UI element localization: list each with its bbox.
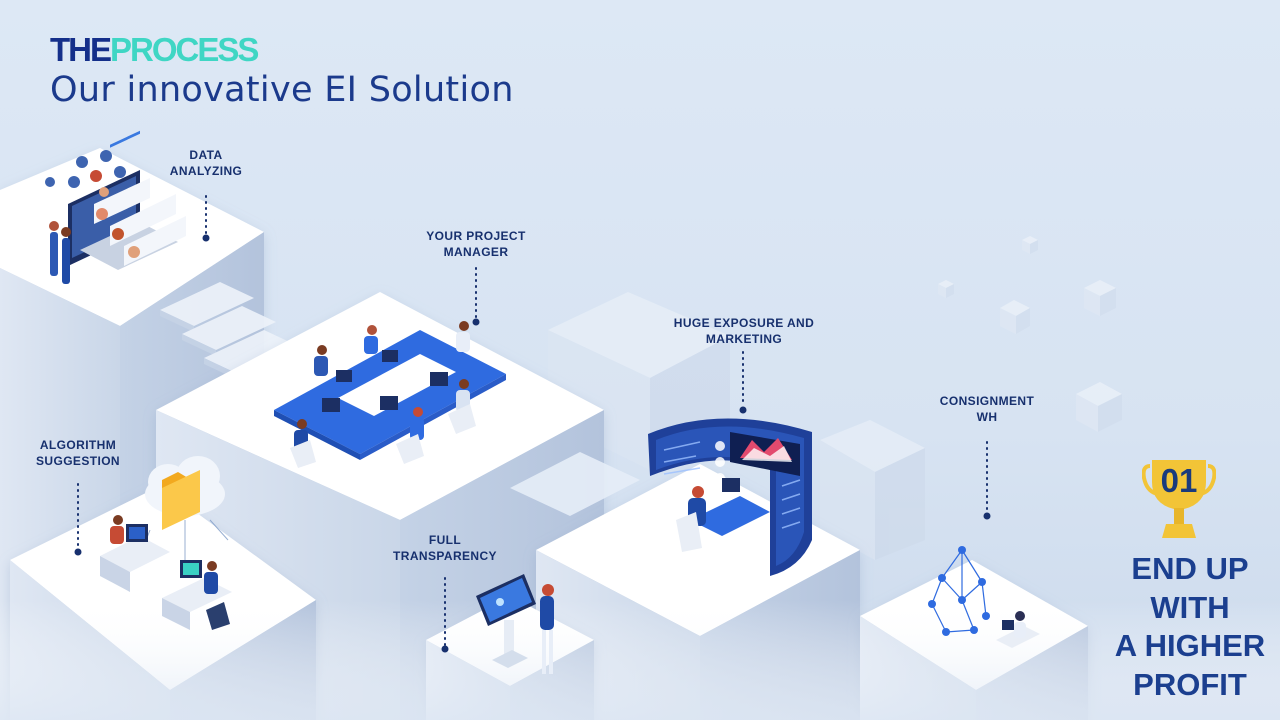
trophy-icon <box>1142 460 1216 538</box>
person-seated <box>410 407 424 440</box>
header: THEPROCESS Our innovative EI Solution <box>50 30 514 110</box>
step-label-line: HUGE EXPOSURE AND <box>673 316 815 330</box>
kiosk-icon <box>476 574 554 674</box>
step-label-project-manager: YOUR PROJECT MANAGER <box>416 228 536 260</box>
person-standing <box>49 221 71 284</box>
data-analyzing-illustration <box>45 130 186 284</box>
meeting-table-icon <box>274 321 506 468</box>
step-label-line: YOUR PROJECT <box>426 229 526 243</box>
brand-title: THEPROCESS <box>50 30 514 70</box>
step-label-line: DATA <box>189 148 223 162</box>
person-seated <box>456 321 470 352</box>
connector-dots <box>74 234 991 653</box>
network-icon <box>931 549 987 633</box>
result-line: WITH <box>1150 589 1230 625</box>
step-label-line: MANAGER <box>443 245 509 259</box>
step-label-line: TRANSPARENCY <box>393 549 497 563</box>
person-seated-laptop <box>996 611 1040 648</box>
result-text: END UP WITH A HIGHER PROFIT <box>1110 550 1270 704</box>
network-nodes <box>928 546 990 636</box>
dashboard-screen-icon <box>648 418 812 576</box>
avatar-bubbles <box>45 150 126 197</box>
result-number: 01 <box>1160 462 1198 499</box>
step-label-line: CONSIGNMENT <box>939 394 1035 408</box>
result-line: A HIGHER <box>1114 628 1266 663</box>
step-label-line: MARKETING <box>705 332 783 346</box>
person-seated <box>314 345 328 376</box>
profile-card <box>94 130 150 224</box>
brand-title-part1: THE <box>50 31 112 68</box>
step-label-exposure-marketing: HUGE EXPOSURE AND MARKETING <box>672 315 816 347</box>
brand-title-part2: PROCESS <box>110 31 259 68</box>
result-line: END UP <box>1131 551 1249 586</box>
step-label-full-transparency: FULL TRANSPARENCY <box>390 532 500 564</box>
person-seated <box>204 561 218 594</box>
person-seated <box>688 486 706 526</box>
person-standing <box>540 584 554 674</box>
step-label-consignment: CONSIGNMENT WH <box>932 393 1042 425</box>
step-label-line: ALGORITHM <box>39 438 117 452</box>
step-label-algorithm-suggestion: ALGORITHM SUGGESTION <box>26 437 130 469</box>
step-label-line: ANALYZING <box>169 164 243 178</box>
step-label-data-analyzing: DATA ANALYZING <box>164 147 248 179</box>
connector-lines <box>77 195 988 646</box>
profile-card <box>110 194 176 246</box>
result-line: PROFIT <box>1133 666 1247 702</box>
step-label-line: SUGGESTION <box>35 454 120 468</box>
step-label-line: WH <box>976 410 998 424</box>
person-seated <box>364 325 378 354</box>
algorithm-illustration <box>100 456 232 630</box>
person-seated <box>110 515 124 544</box>
profile-card <box>124 216 186 266</box>
stairs <box>160 282 298 380</box>
cloud-folder-icon <box>145 456 225 530</box>
step-label-line: FULL <box>428 533 462 547</box>
page-subtitle: Our innovative EI Solution <box>50 70 514 110</box>
